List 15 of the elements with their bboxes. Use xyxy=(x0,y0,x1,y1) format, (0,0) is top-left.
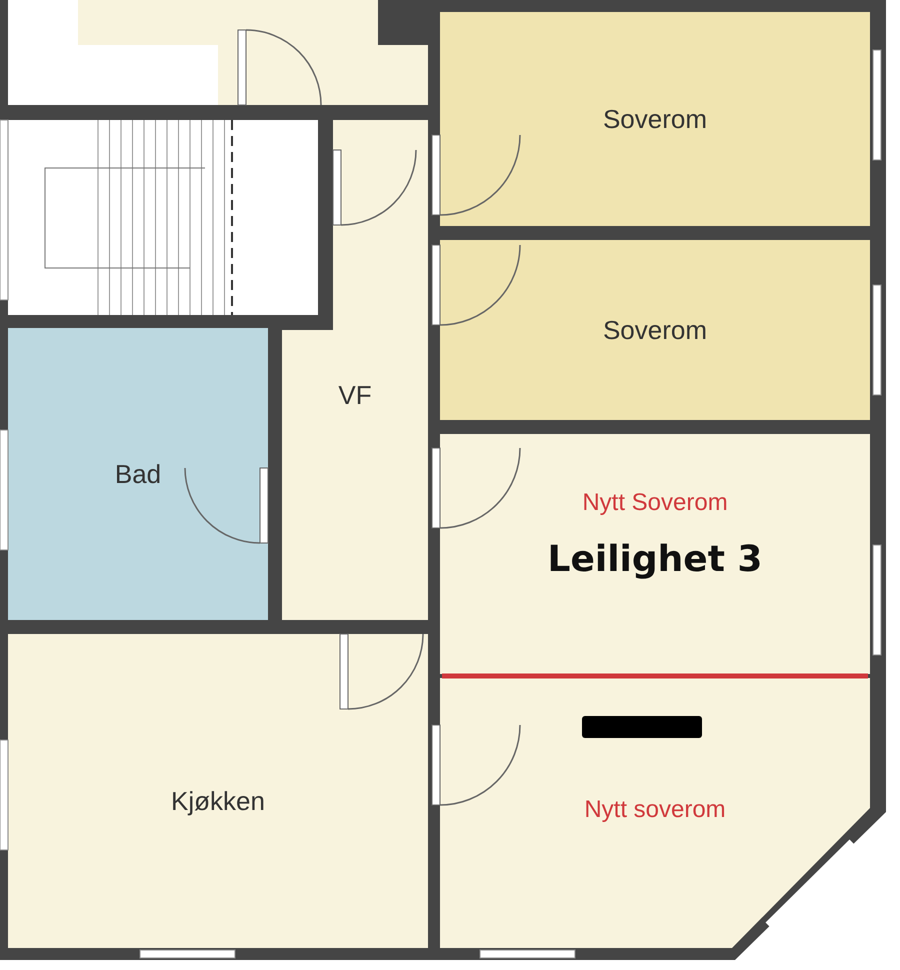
room-label: Soverom xyxy=(602,314,708,346)
room xyxy=(440,240,870,420)
apartment-title: Leilighet 3 xyxy=(548,538,762,580)
room-label: Kjøkken xyxy=(171,786,265,816)
room-label: Soverom xyxy=(602,104,708,134)
room-label: Nytt Soverom xyxy=(582,488,728,516)
room xyxy=(440,12,870,226)
room xyxy=(8,328,268,620)
room-label: VF xyxy=(338,380,372,410)
room-label: Nytt soverom xyxy=(584,796,726,824)
room-label: Bad xyxy=(114,458,162,490)
room xyxy=(440,678,870,948)
room xyxy=(8,634,428,948)
room xyxy=(282,330,428,620)
room xyxy=(440,434,870,674)
